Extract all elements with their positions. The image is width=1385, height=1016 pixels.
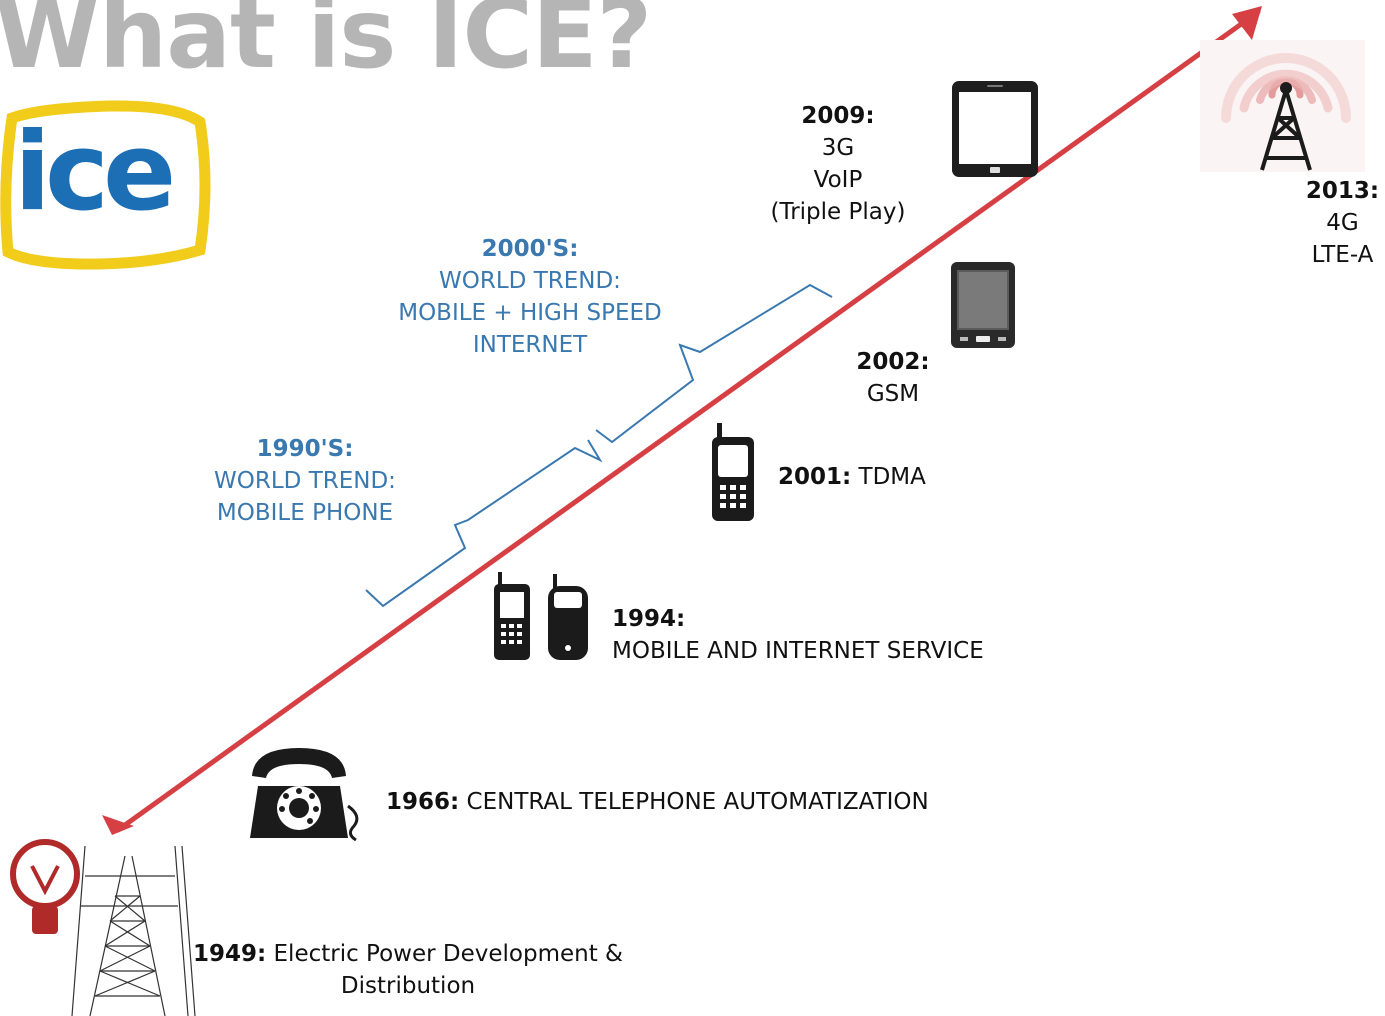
event-1949-text2: Distribution (340, 973, 476, 999)
event-2013: 2013: 4G LTE-A (1300, 175, 1385, 271)
event-2013-year: 2013: (1305, 178, 1380, 204)
rotary-phone-icon (250, 748, 359, 842)
event-1994-text: MOBILE AND INTERNET SERVICE (612, 638, 984, 664)
event-1994-year: 1994: (612, 606, 686, 632)
event-2009: 2009: 3G VoIP (Triple Play) (748, 100, 928, 228)
event-1949-text: Electric Power Development & (273, 941, 623, 967)
event-2013-line2: LTE-A (1311, 242, 1374, 268)
ice-logo: ice (0, 100, 215, 270)
trend-1990s-decade: 1990'S: (256, 436, 354, 462)
timeline-arrowhead-bottom (102, 815, 134, 835)
brace-2000s (595, 283, 833, 444)
event-2002: 2002: GSM (843, 346, 943, 410)
event-2002-text: GSM (866, 381, 920, 407)
logo-text: ice (14, 110, 176, 235)
event-2009-line3: (Triple Play) (770, 199, 906, 225)
trend-2000s-line2: MOBILE + HIGH SPEED (398, 300, 662, 326)
ice-logo-graphic (0, 100, 211, 270)
candybar-phone-icon (712, 423, 754, 521)
logo-frame (0, 100, 211, 270)
event-1994: 1994: MOBILE AND INTERNET SERVICE (612, 603, 984, 667)
event-2001-text: TDMA (858, 464, 926, 490)
event-1949: 1949: Electric Power Development & Distr… (178, 938, 638, 1002)
cell-tower-icon (1200, 40, 1365, 172)
event-1966-text: CENTRAL TELEPHONE AUTOMATIZATION (466, 789, 929, 815)
event-2009-line1: 3G (821, 135, 855, 161)
page-title: What is ICE? (0, 0, 652, 90)
tablet-icon (952, 81, 1038, 177)
brace-1990s (365, 439, 603, 608)
trend-1990s: 1990'S: WORLD TREND: MOBILE PHONE (180, 433, 430, 529)
event-2001: 2001: TDMA (778, 461, 926, 493)
event-2002-year: 2002: (856, 349, 930, 375)
trend-1990s-line1: WORLD TREND: (214, 468, 396, 494)
event-2009-year: 2009: (801, 103, 875, 129)
power-tower-and-bulb-icon (10, 839, 196, 1016)
event-1966-year: 1966: (386, 789, 460, 815)
trend-2000s-line3: INTERNET (472, 332, 588, 358)
event-1949-year: 1949: (192, 941, 267, 967)
event-1966: 1966: CENTRAL TELEPHONE AUTOMATIZATION (386, 786, 929, 818)
event-2001-year: 2001: (778, 464, 852, 490)
trend-1990s-line2: MOBILE PHONE (216, 500, 394, 526)
event-2009-line2: VoIP (813, 167, 863, 193)
trend-2000s-decade: 2000'S: (481, 236, 579, 262)
trend-2000s-line1: WORLD TREND: (439, 268, 621, 294)
event-2013-line1: 4G (1326, 210, 1359, 236)
trend-2000s: 2000'S: WORLD TREND: MOBILE + HIGH SPEED… (375, 233, 685, 361)
pda-phone-icon (951, 262, 1015, 348)
early-mobile-phones-icon (494, 572, 588, 660)
timeline-arrowhead-top (1232, 6, 1262, 40)
bulb-icon (10, 839, 80, 934)
